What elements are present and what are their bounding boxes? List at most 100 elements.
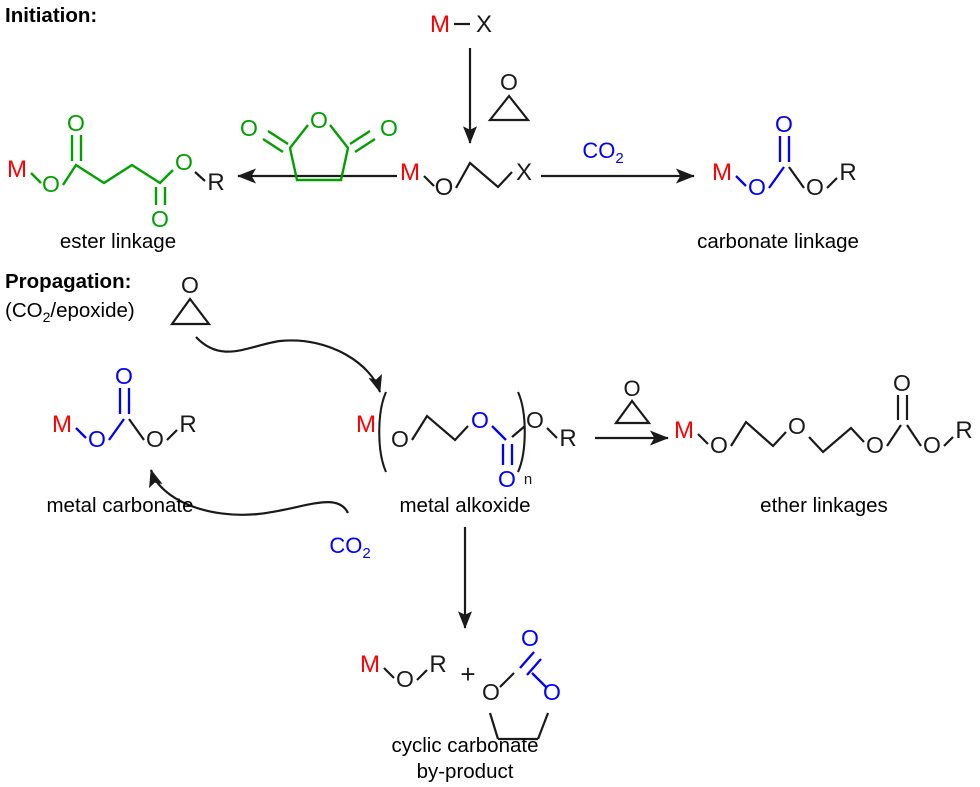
repeat-paren-close bbox=[517, 391, 526, 473]
structure-epoxide-initiation: O bbox=[487, 69, 531, 122]
atom-halide: X bbox=[476, 11, 492, 38]
structure-metal-halide: M X bbox=[430, 11, 492, 38]
atom-oxygen-right: O bbox=[146, 426, 164, 452]
atom-metal: M bbox=[400, 159, 420, 186]
atom-oxygen: O bbox=[623, 376, 640, 401]
atom-oxygen-carbonyl: O bbox=[775, 111, 793, 137]
repeat-paren-open bbox=[378, 391, 387, 473]
anhydride-co-left-b bbox=[262, 137, 284, 154]
bond-o-c bbox=[886, 424, 902, 447]
label-cyclic-carbonate-line2: by-product bbox=[417, 760, 514, 783]
epoxide-ring bbox=[169, 297, 212, 326]
reagent-co2-initiation: CO2 bbox=[582, 138, 623, 167]
bond-c-o-right bbox=[511, 425, 526, 438]
structure-metal-alkoxide: M O O O n O R bbox=[356, 391, 577, 492]
ring-bond-c-o-left bbox=[499, 672, 515, 688]
atom-oxygen-ring-left: O bbox=[482, 679, 500, 705]
atom-oxygen: O bbox=[396, 666, 414, 692]
structure-metal-haloalkoxide: M O X bbox=[400, 159, 532, 201]
reagent-co2-propagation: CO2 bbox=[329, 533, 370, 562]
bond-o-r bbox=[546, 427, 558, 439]
atom-oxygen-carbonyl-right: O bbox=[151, 206, 169, 232]
atom-metal: M bbox=[7, 156, 27, 183]
propagation-heading: Propagation: bbox=[5, 270, 131, 293]
bond-chain-ethylene bbox=[455, 161, 513, 189]
atom-halide: X bbox=[516, 159, 532, 186]
structure-carbonate-linkage-product: M O O O R bbox=[712, 111, 857, 200]
label-ester-linkage: ester linkage bbox=[60, 230, 176, 253]
label-metal-carbonate: metal carbonate bbox=[46, 494, 193, 517]
atom-oxygen-ester-left: O bbox=[42, 171, 60, 197]
bond-o-r bbox=[194, 171, 206, 182]
bond-m-o bbox=[30, 172, 42, 184]
atom-metal: M bbox=[430, 11, 450, 38]
co2-label: CO bbox=[329, 533, 362, 558]
atom-group-r: R bbox=[179, 411, 196, 438]
label-cyclic-carbonate-line1: cyclic carbonate bbox=[392, 734, 539, 757]
atom-oxygen-ring-right: O bbox=[543, 679, 561, 705]
initiation-heading: Initiation: bbox=[5, 4, 97, 27]
atom-oxygen-blue-left: O bbox=[748, 174, 766, 200]
bond-o-c bbox=[491, 425, 507, 441]
atom-metal: M bbox=[360, 651, 380, 678]
atom-oxygen-3: O bbox=[923, 432, 941, 458]
epoxide-ring bbox=[487, 94, 531, 122]
atom-oxygen-2: O bbox=[866, 432, 884, 458]
atom-oxygen-carbonyl-right: O bbox=[380, 115, 398, 141]
bond-chain-ethylene bbox=[411, 414, 469, 442]
propagation-sub-pre: (CO bbox=[5, 299, 43, 322]
arrow-cycle-co2-insertion bbox=[149, 469, 349, 516]
ring-bond-o-c-right bbox=[531, 672, 547, 688]
svg-text:CO2: CO2 bbox=[329, 533, 370, 562]
bond-o-r bbox=[166, 429, 178, 441]
propagation-sub-post: /epoxide) bbox=[50, 299, 134, 322]
atom-oxygen-blue: O bbox=[471, 407, 489, 433]
atom-oxygen-carbonyl: O bbox=[893, 370, 911, 396]
structure-ester-linkage-product: M O O O O R bbox=[7, 110, 225, 232]
co2-subscript: 2 bbox=[362, 545, 370, 562]
svg-text:CO2: CO2 bbox=[582, 138, 623, 167]
atom-group-r: R bbox=[559, 425, 576, 452]
atom-oxygen-carbonyl-left: O bbox=[67, 110, 85, 136]
propagation-sub-subscript: 2 bbox=[43, 309, 51, 325]
plus-sign: + bbox=[460, 659, 475, 689]
structure-metal-alkoxide-terminal: M O R bbox=[360, 651, 447, 692]
carbonyl-b bbox=[526, 658, 542, 676]
co2-label: CO bbox=[582, 138, 615, 163]
atom-oxygen-right: O bbox=[806, 174, 824, 200]
atom-oxygen-ester-right: O bbox=[175, 149, 193, 175]
atom-oxygen-carbonyl: O bbox=[521, 625, 539, 651]
atom-oxygen: O bbox=[500, 69, 518, 95]
anhydride-co-right-a bbox=[349, 129, 371, 146]
label-ether-linkages: ether linkages bbox=[760, 494, 888, 517]
atom-metal: M bbox=[712, 159, 732, 186]
atom-metal: M bbox=[674, 417, 694, 444]
atom-group-r: R bbox=[429, 651, 446, 678]
atom-oxygen-ether-mid: O bbox=[788, 413, 806, 439]
atom-oxygen-carbonyl: O bbox=[498, 466, 516, 492]
atom-group-r: R bbox=[839, 159, 856, 186]
structure-epoxide-ether: O bbox=[613, 376, 652, 425]
atom-oxygen-terminal: O bbox=[526, 407, 544, 433]
atom-oxygen-ether: O bbox=[391, 426, 409, 452]
ester-backbone bbox=[61, 163, 174, 186]
carbonyl-a bbox=[519, 651, 535, 669]
bond-m-o bbox=[423, 175, 435, 187]
bond-chain-ethylene-1 bbox=[730, 420, 787, 448]
atom-oxygen-blue-left: O bbox=[88, 426, 106, 452]
anhydride-co-left-a bbox=[267, 129, 289, 146]
co2-subscript: 2 bbox=[615, 150, 623, 167]
bond-o-c-left bbox=[768, 166, 785, 189]
bond-c-o-right bbox=[128, 418, 145, 441]
atom-group-r: R bbox=[955, 417, 972, 444]
bond-m-o bbox=[697, 433, 709, 445]
bond-o-r bbox=[416, 669, 428, 681]
bond-o-c-left bbox=[108, 418, 125, 441]
atom-group-r: R bbox=[207, 169, 224, 196]
anhydride-co-right-b bbox=[354, 137, 376, 154]
atom-oxygen: O bbox=[181, 272, 199, 298]
ring-bond-ch2-right bbox=[536, 712, 550, 740]
atom-metal: M bbox=[356, 411, 376, 438]
epoxide-ring bbox=[613, 399, 652, 425]
